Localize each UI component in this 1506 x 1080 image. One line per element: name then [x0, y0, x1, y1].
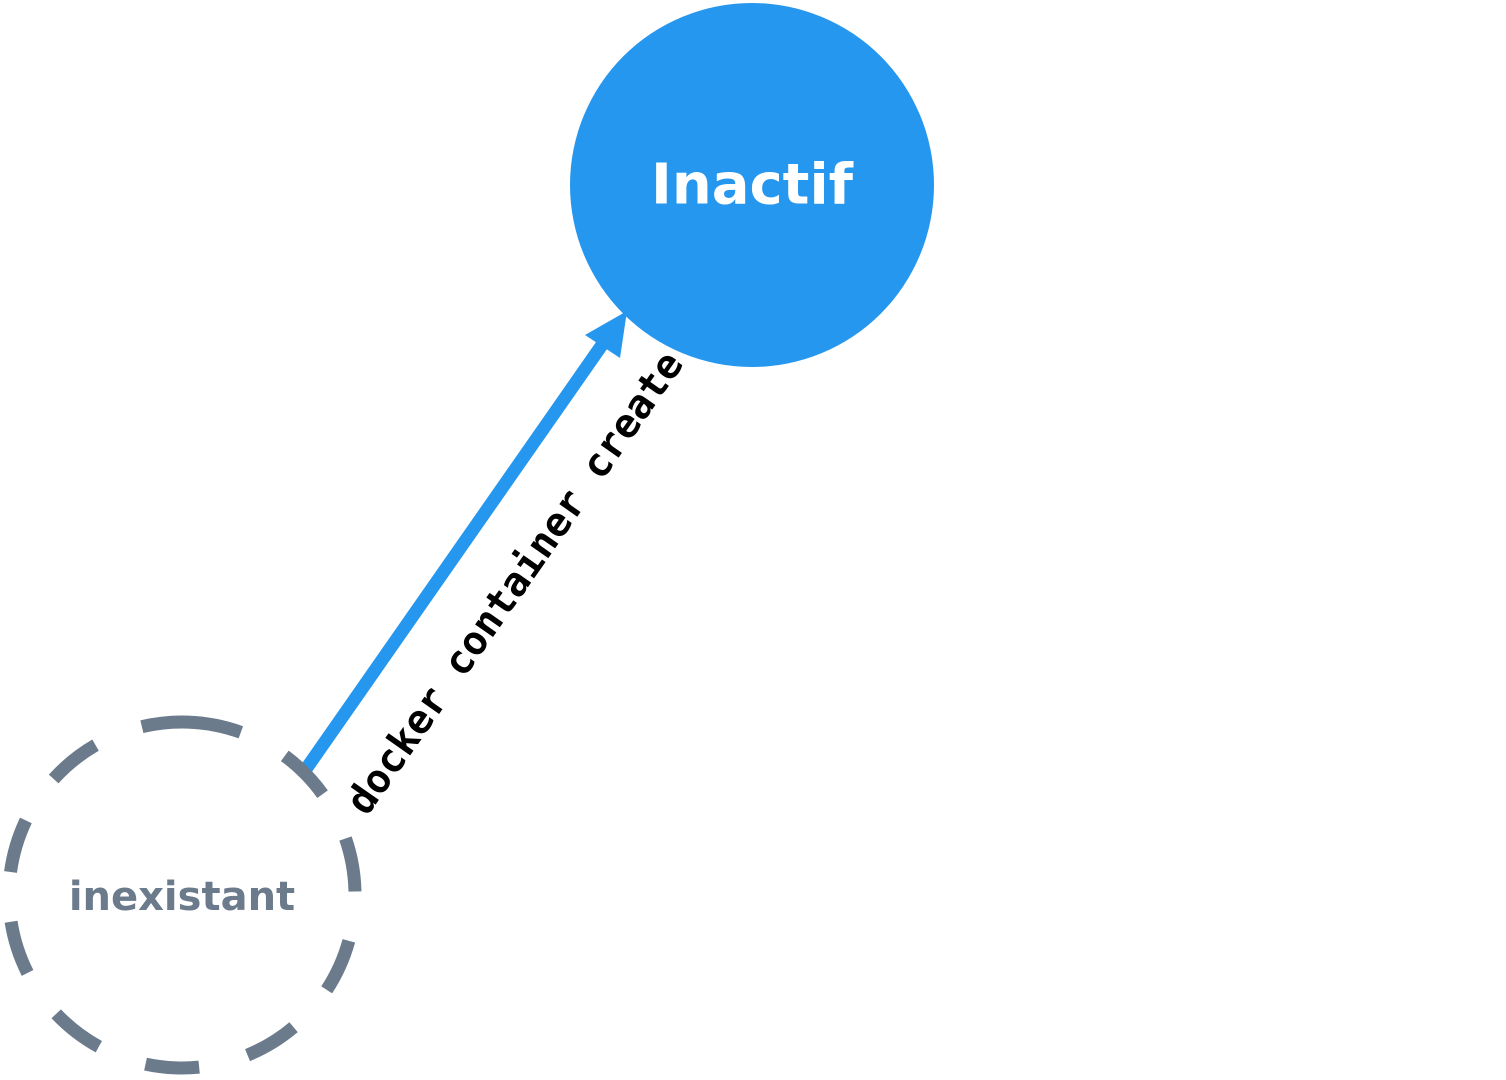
edge-create: [300, 311, 627, 773]
node-nonexistent-circle: [2, 715, 362, 1075]
edge-create-line: [300, 338, 610, 773]
node-inactive-circle: [570, 3, 934, 367]
edge-create-label: docker container create: [337, 343, 692, 823]
node-inactive-label: Inactif: [651, 153, 854, 218]
node-nonexistent: inexistant: [2, 715, 362, 1075]
node-inactive: Inactif: [570, 3, 934, 367]
node-nonexistent-label: inexistant: [69, 874, 295, 920]
edge-create-arrowhead: [585, 311, 627, 358]
